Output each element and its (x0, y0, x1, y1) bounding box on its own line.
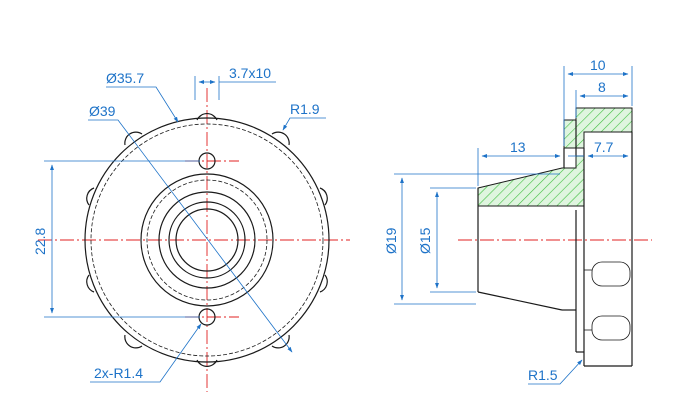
label-13: 13 (510, 139, 526, 155)
tooth-top (196, 112, 218, 121)
label-7-7: 7.7 (594, 139, 614, 155)
tooth-right-1 (319, 187, 328, 206)
tooth-upper-left-1 (124, 131, 143, 146)
tooth-left-2 (86, 274, 95, 293)
label-phi35-7: Ø35.7 (106, 70, 144, 86)
side-outline (477, 120, 633, 367)
leader-r1-5: R1.5 (528, 359, 583, 385)
bore-inner (175, 208, 239, 272)
tooth-lower-left-1 (124, 334, 143, 349)
dim-3-7x10: 3.7x10 (194, 65, 276, 100)
side-slots (584, 261, 631, 341)
leader-phi39: Ø39 (88, 103, 293, 353)
dim-10: 10 (563, 57, 633, 146)
tooth-lower-right-1 (271, 334, 290, 349)
hub-ring (158, 191, 256, 289)
hub-outer (140, 173, 274, 307)
leader-r1-4: 2x-R1.4 (90, 323, 202, 383)
label-r1-5: R1.5 (528, 367, 558, 383)
label-phi39: Ø39 (89, 103, 116, 119)
dim-7-7: 7.7 (568, 139, 629, 158)
label-3-7x10: 3.7x10 (229, 65, 271, 81)
outer-circle (84, 117, 330, 363)
label-phi19: Ø19 (383, 227, 399, 254)
front-view: 22.8 3.7x10 Ø35.7 Ø39 R1.9 2x-R1.4 (32, 65, 350, 392)
tooth-right-2 (319, 274, 328, 293)
tooth-upper-right-1 (271, 131, 290, 146)
dim-phi15: Ø15 (417, 187, 476, 293)
tooth-left-1 (86, 187, 95, 206)
dim-8: 8 (575, 79, 629, 118)
side-view: 10 8 13 7.7 Ø19 (383, 57, 652, 385)
label-22-8: 22.8 (32, 228, 48, 255)
hub-dashed (146, 179, 268, 301)
dim-phi19: Ø19 (383, 173, 560, 305)
leader-phi35-7: Ø35.7 (106, 70, 179, 123)
label-r1-9: R1.9 (290, 101, 320, 117)
label-8: 8 (598, 79, 606, 95)
label-10: 10 (590, 57, 606, 73)
dim-13: 13 (477, 139, 561, 186)
root-circle (90, 123, 324, 357)
gear-teeth (86, 112, 328, 368)
tooth-bottom (196, 359, 218, 368)
label-r1-4: 2x-R1.4 (94, 365, 143, 381)
bore-outer (168, 201, 246, 279)
label-phi15: Ø15 (417, 227, 433, 254)
dim-22-8: 22.8 (32, 160, 200, 318)
section-hatch-hub (477, 155, 585, 207)
leader-r1-9: R1.9 (282, 101, 326, 131)
